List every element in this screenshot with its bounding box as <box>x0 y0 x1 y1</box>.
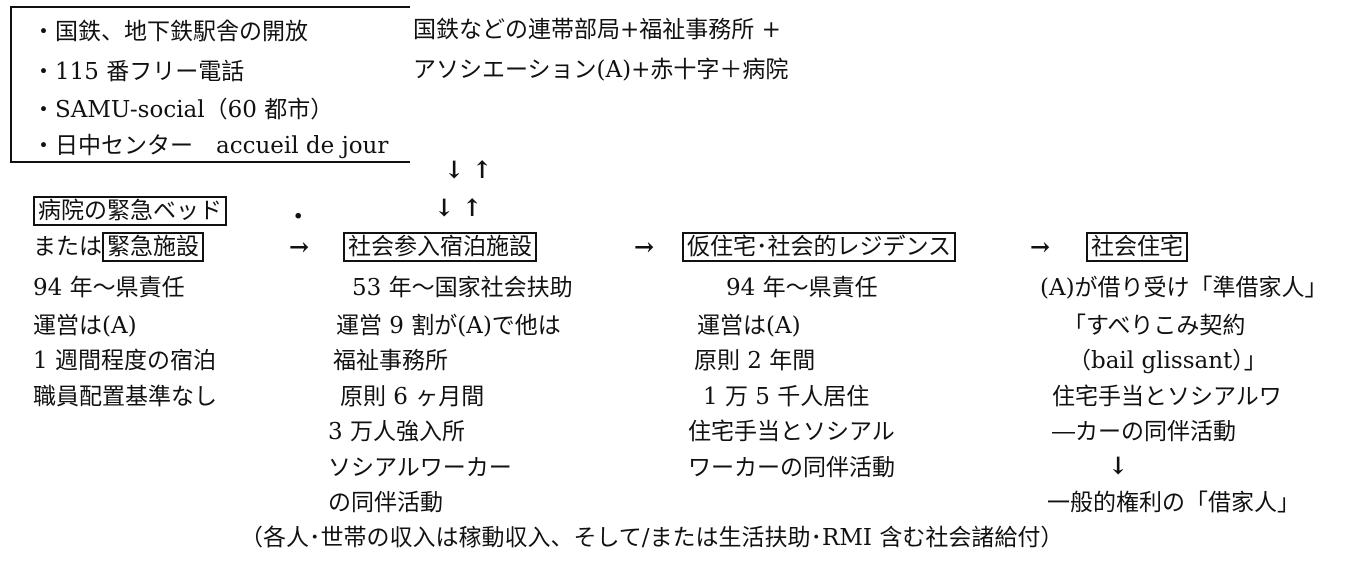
stage1-title: 病院の緊急ベッド <box>33 196 227 226</box>
stage2-line: ソシアルワーカー <box>328 455 512 481</box>
access-item: ・日中センター accueil de jour <box>32 133 389 159</box>
stage3-line: 原則 2 年間 <box>694 348 816 374</box>
stage4-title-wrap: 社会住宅 <box>1086 232 1188 262</box>
stage4-line: ―カーの同伴活動 <box>1052 419 1236 445</box>
access-item: ・SAMU-social（60 都市） <box>32 97 334 123</box>
access-points-box: ・国鉄、地下鉄駅舎の開放 ・115 番フリー電話 ・SAMU-social（60… <box>10 6 410 163</box>
stage1-line: 運営は(A) <box>33 313 137 339</box>
access-item: ・国鉄、地下鉄駅舎の開放 <box>32 19 308 45</box>
stage4-line: 住宅手当とソシアルワ <box>1052 384 1282 410</box>
stage1-line: 職員配置基準なし <box>33 384 217 410</box>
stage2-line: の同伴活動 <box>328 490 443 516</box>
emergency-beds-box: 病院の緊急ベッド <box>33 196 227 226</box>
stage3-line: ワーカーの同伴活動 <box>688 455 895 481</box>
right-arrow-icon: → <box>1030 232 1051 261</box>
right-arrow-icon: → <box>289 232 310 261</box>
dot-mark: . <box>293 191 304 226</box>
up-arrow-icon: ↑ <box>462 193 483 222</box>
stage3-line: 94 年〜県責任 <box>726 275 878 301</box>
down-arrow-icon: ↓ <box>444 155 465 184</box>
emergency-facility-box: 緊急施設 <box>102 232 204 262</box>
stage4-title: 社会住宅 <box>1086 232 1188 262</box>
income-footnote: （各人･世帯の収入は稼動収入、そして/または生活扶助･RMI 含む社会諸給付） <box>240 525 1064 551</box>
stage4-line: （bail glissant）」 <box>1068 348 1267 374</box>
stage3-line: 運営は(A) <box>697 313 801 339</box>
access-item: ・115 番フリー電話 <box>32 59 245 85</box>
stage2-title: 社会参入宿泊施設 <box>343 232 537 262</box>
stage2-line: 原則 6 ヶ月間 <box>340 384 485 410</box>
stage1-line: 1 週間程度の宿泊 <box>33 348 216 374</box>
stage3-title-wrap: 仮住宅･社会的レジデンス <box>682 232 957 262</box>
or-label: または <box>33 234 102 260</box>
stage1-line: 94 年〜県責任 <box>33 275 185 301</box>
stage2-line: 53 年〜国家社会扶助 <box>352 275 573 301</box>
stage2-line: 福祉事務所 <box>333 348 448 374</box>
partners-line-2: アソシエーション(A)+赤十字＋病院 <box>413 57 789 83</box>
down-arrow-icon: ↓ <box>1108 451 1129 480</box>
down-arrow-icon: ↓ <box>434 193 455 222</box>
stage4-result: 一般的権利の「借家人」 <box>1047 490 1300 516</box>
up-arrow-icon: ↑ <box>472 155 493 184</box>
stage1-subtitle: または緊急施設 <box>33 232 204 262</box>
stage3-title: 仮住宅･社会的レジデンス <box>682 232 957 262</box>
right-arrow-icon: → <box>634 232 655 261</box>
stage2-line: 3 万人強入所 <box>328 419 465 445</box>
stage2-line: 運営 9 割が(A)で他は <box>336 313 561 339</box>
partners-line-1: 国鉄などの連帯部局+福祉事務所 + <box>413 17 781 43</box>
stage3-line: 1 万 5 千人居住 <box>703 384 870 410</box>
stage2-title-wrap: 社会参入宿泊施設 <box>343 232 537 262</box>
stage4-line: 「すべりこみ契約 <box>1063 313 1246 339</box>
stage3-line: 住宅手当とソシアル <box>688 419 895 445</box>
stage4-line: (A)が借り受け「準借家人」 <box>1040 275 1328 301</box>
